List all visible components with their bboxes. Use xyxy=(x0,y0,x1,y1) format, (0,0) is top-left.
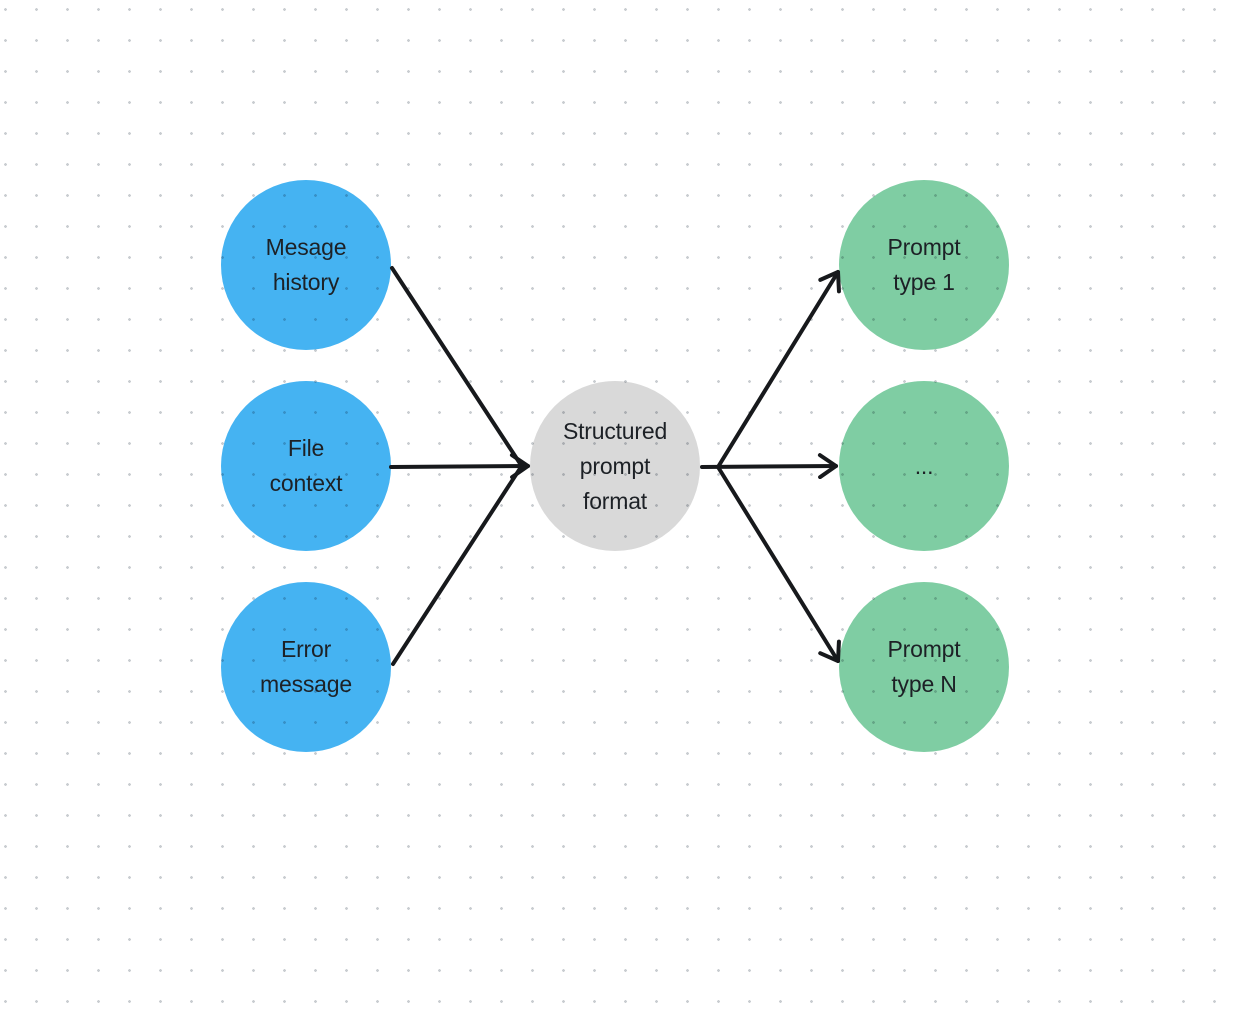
edge-format-to-ellipsis[interactable] xyxy=(700,453,838,480)
edge-file-context-to-format[interactable] xyxy=(389,453,530,480)
node-label: Mesage history xyxy=(265,234,347,295)
node-label: Prompt type 1 xyxy=(887,234,961,295)
node-label: ... xyxy=(914,452,934,479)
prompt-type-1-node[interactable]: Prompt type 1 xyxy=(839,180,1009,350)
node-label: Prompt type N xyxy=(887,636,961,697)
node-label: Error message xyxy=(260,636,352,697)
node-label: Structured prompt format xyxy=(562,417,668,514)
file-context-node[interactable]: File context xyxy=(221,381,391,551)
error-message-node[interactable]: Error message xyxy=(221,582,391,752)
structured-prompt-format-node[interactable]: Structured prompt format xyxy=(530,381,700,551)
prompt-type-n-node[interactable]: Prompt type N xyxy=(839,582,1009,752)
message-history-node[interactable]: Mesage history xyxy=(221,180,391,350)
node-label: File context xyxy=(269,435,343,496)
prompt-ellipsis-node[interactable]: ... xyxy=(839,381,1009,551)
